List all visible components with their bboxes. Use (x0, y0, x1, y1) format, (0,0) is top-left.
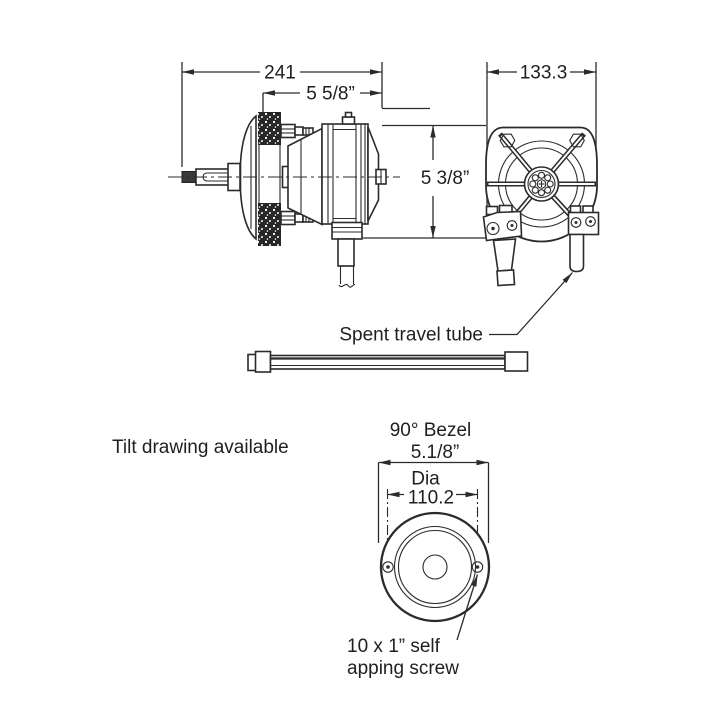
dim-mount-width: 5 5/8” (306, 84, 355, 105)
helm-side-view (168, 111, 400, 288)
dim-front-width: 133.3 (520, 63, 568, 84)
dim-overall-width: 241 (264, 63, 296, 84)
dim-bezel-diameter-mm: 110.2 (408, 488, 454, 509)
bezel-title: 90° Bezel (390, 420, 472, 441)
spent-travel-tube-label: Spent travel tube (339, 325, 483, 346)
spare-tube-drawing (247, 350, 529, 373)
panel-section-bottom (258, 203, 281, 246)
ear-hex-left (499, 133, 516, 148)
bezel-screw-right (471, 561, 484, 573)
hub-bearing (523, 166, 560, 202)
dim-height: 5 3/8” (421, 168, 470, 189)
fitting-left (482, 204, 523, 287)
side-view-dimensions: 241 5 5/8” 5 3/8” (181, 62, 486, 239)
bezel-outer-ring (379, 511, 491, 623)
helm-front-view: 133.3 (482, 62, 600, 287)
side-hose-fitting (331, 221, 363, 288)
bezel-view: 90° Bezel 5.1/8” Dia 110.2 10 x 1” self … (347, 420, 491, 679)
dim-bezel-diameter-in: 5.1/8” (411, 442, 460, 463)
bezel-screw-left (382, 561, 394, 573)
rear-cap (367, 126, 380, 222)
bezel-dia-word: Dia (411, 469, 440, 490)
ear-hex-right (569, 133, 585, 148)
screw-note-line1: 10 x 1” self (347, 636, 441, 657)
tilt-note: Tilt drawing available (112, 437, 289, 458)
bezel-center-hole (422, 554, 448, 580)
spent-travel-tube (569, 233, 585, 273)
fitting-right (567, 205, 600, 273)
screw-note-line2: apping screw (347, 658, 459, 679)
panel-section-top (258, 112, 281, 145)
spent-travel-tube-callout: Spent travel tube (339, 272, 573, 346)
